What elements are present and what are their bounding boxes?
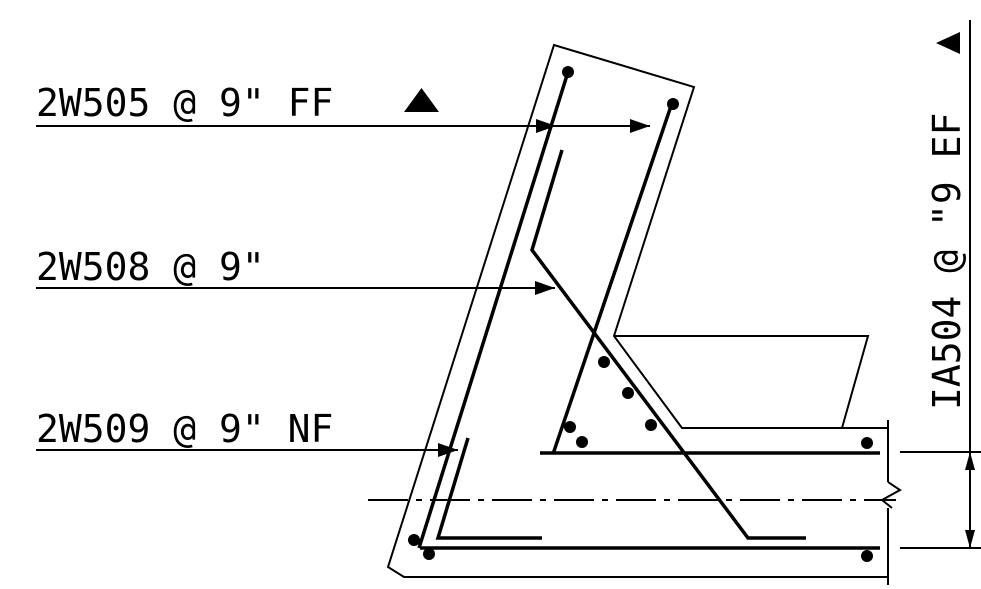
rebar-dot: [861, 550, 873, 562]
triangle-icon: [404, 88, 439, 112]
arrow-icon: [535, 281, 555, 295]
rebar-dot: [423, 548, 435, 560]
arrow-icon: [536, 119, 556, 133]
bar-w505-left: [417, 71, 570, 549]
rebar-dot: [861, 437, 873, 449]
bar-w505-right: [551, 105, 673, 455]
dimension-marker: [900, 20, 981, 549]
rebar-dot: [622, 387, 634, 399]
arrow-icon: [630, 119, 650, 133]
wall-outline: [386, 43, 888, 578]
callout-w509: 2W509 @ 9" NF: [36, 407, 458, 457]
callout-ia504: IA504 @ "9 EF: [925, 32, 969, 410]
rebar-dot: [667, 98, 679, 110]
callout-w505: 2W505 @ 9" FF: [36, 81, 650, 133]
rebar-dot: [408, 534, 420, 546]
callout-label-ia504: IA504 @ "9 EF: [925, 113, 969, 410]
callout-label-w505: 2W505 @ 9" FF: [36, 81, 333, 125]
rebar-dot: [564, 421, 576, 433]
curb-outline: [614, 335, 870, 429]
longitudinal-bar-dots: [408, 66, 873, 562]
callout-w508: 2W508 @ 9": [36, 245, 555, 295]
rebar-bars: [417, 71, 880, 550]
bar-w509: [435, 437, 542, 540]
bar-w508: [530, 149, 806, 540]
rebar-dot: [576, 436, 588, 448]
callout-label-w509: 2W509 @ 9" NF: [36, 407, 333, 451]
callout-label-w508: 2W508 @ 9": [36, 245, 265, 289]
arrow-icon: [438, 443, 458, 457]
rebar-dot: [645, 419, 657, 431]
rebar-dot: [598, 356, 610, 368]
rebar-dot: [562, 66, 574, 78]
triangle-icon: [936, 32, 960, 54]
break-line: [880, 420, 902, 585]
concrete-outline: [386, 43, 888, 578]
